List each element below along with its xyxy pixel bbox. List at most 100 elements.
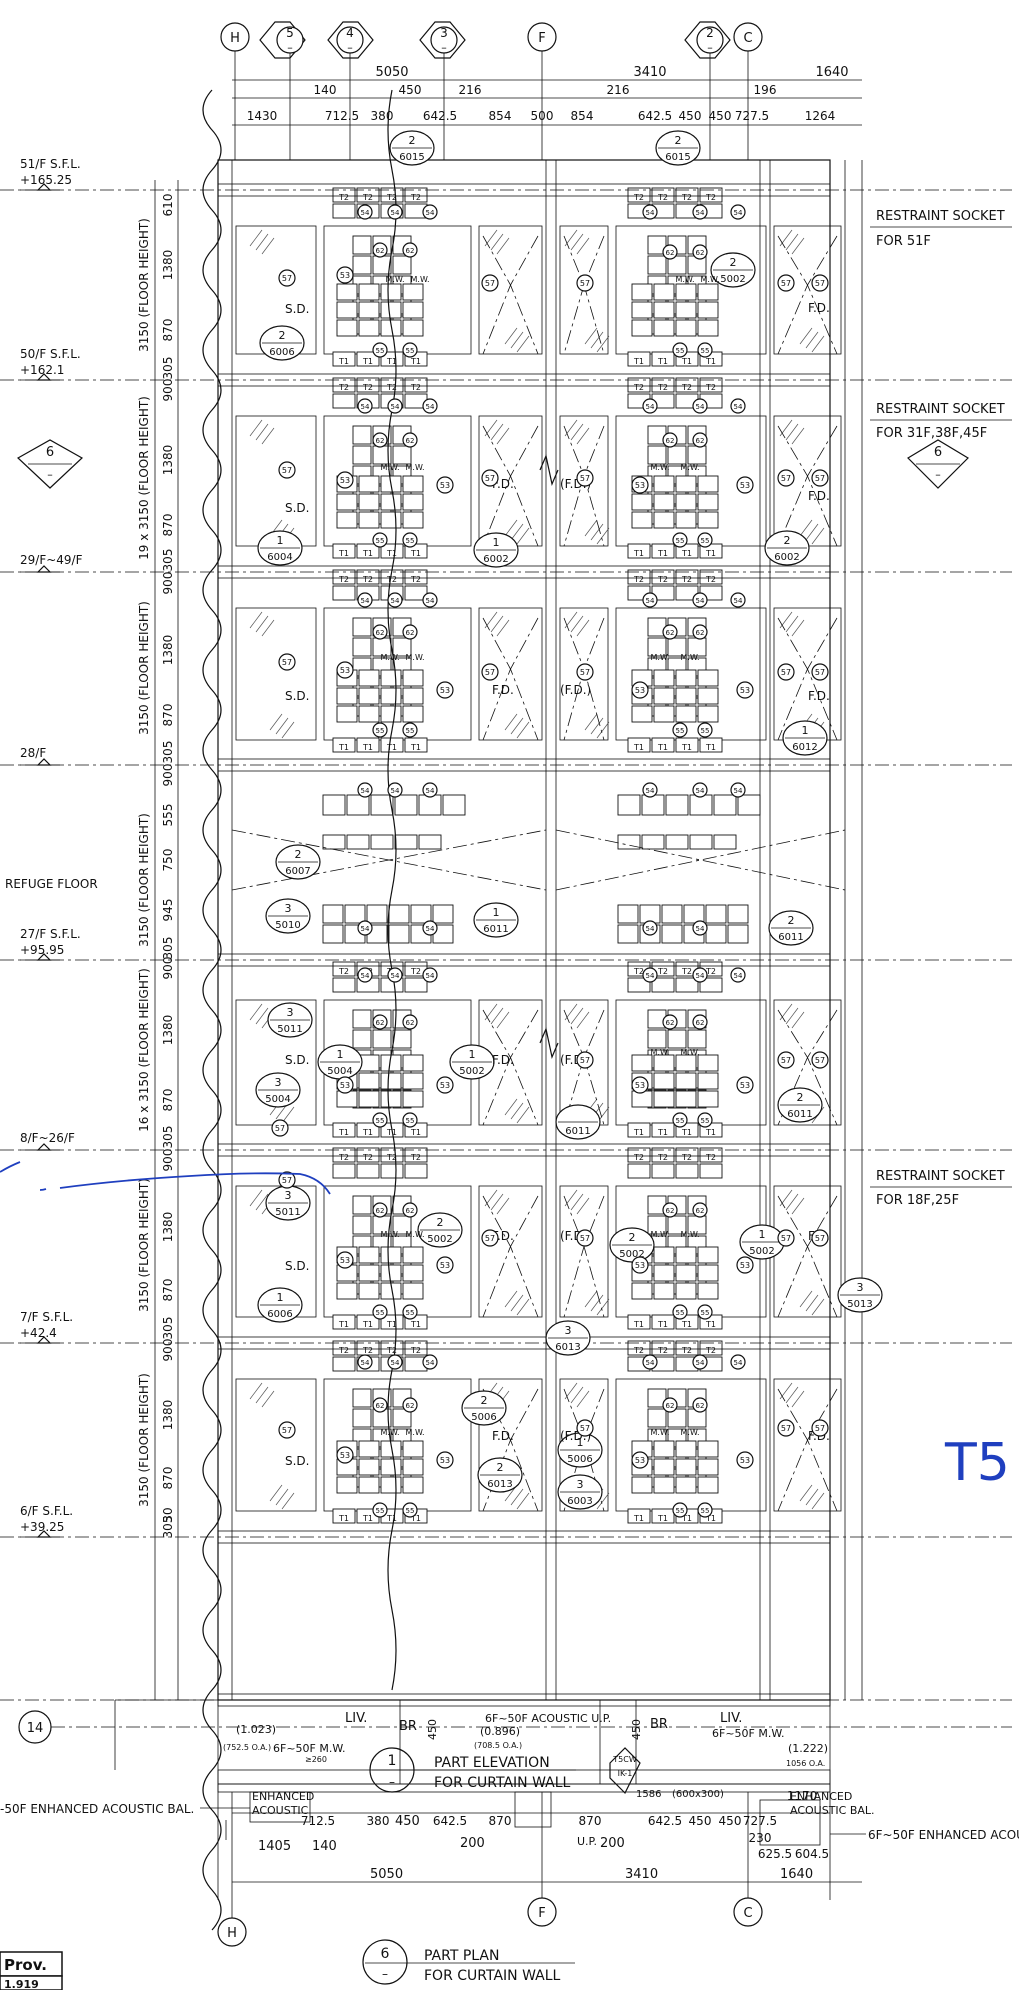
tag-55	[402, 532, 418, 548]
tag-54	[730, 782, 746, 798]
dim-plan-1640: 1640	[780, 1867, 813, 1882]
dim-top-row3: 712.5	[325, 109, 359, 123]
panel-cell	[356, 1340, 380, 1356]
svg-text:54: 54	[696, 403, 705, 411]
tag-57	[811, 663, 829, 681]
panel-cell	[388, 904, 410, 924]
svg-text:3: 3	[577, 1478, 584, 1491]
tag-57	[481, 274, 499, 292]
svg-text:55: 55	[406, 537, 415, 545]
tag-57	[278, 1421, 296, 1439]
panel-cell	[322, 794, 346, 816]
panel-cell	[653, 1440, 675, 1458]
blue-annotation: T5	[0, 1161, 1010, 1493]
panel-cell	[380, 705, 402, 723]
tag-62	[372, 624, 388, 640]
svg-text:1: 1	[277, 534, 284, 547]
tag-62	[372, 432, 388, 448]
panel-cell	[699, 1147, 723, 1163]
panel-cell	[332, 1314, 356, 1330]
panel-cell	[336, 1282, 358, 1300]
panel-cell	[358, 669, 380, 687]
svg-text:5004: 5004	[327, 1066, 352, 1077]
tag-t1: T1	[633, 357, 644, 366]
svg-text:55: 55	[376, 537, 385, 545]
svg-text:54: 54	[361, 1359, 370, 1367]
dim-vertical: 555	[161, 804, 175, 827]
panel-cell	[404, 585, 428, 601]
panel-cell	[675, 1440, 697, 1458]
panel-cell	[356, 1147, 380, 1163]
svg-text:29/F~49/F: 29/F~49/F	[20, 553, 83, 567]
panel-cell	[404, 569, 428, 585]
panel-cell	[346, 834, 370, 850]
svg-text:F: F	[538, 1906, 545, 1921]
tag-54	[642, 592, 658, 608]
tag-53	[736, 1451, 754, 1469]
svg-text:57: 57	[815, 474, 825, 483]
panel-cell	[380, 511, 402, 529]
svg-text:6006: 6006	[269, 347, 294, 358]
panel-cell	[617, 834, 641, 850]
tag-62	[662, 432, 678, 448]
svg-text:–: –	[47, 468, 53, 481]
panel-cell	[675, 319, 697, 337]
tag-54	[642, 398, 658, 414]
tag-57	[576, 1051, 594, 1069]
dim-vertical: 305	[161, 1126, 175, 1149]
dim-floor-height: 3150 (FLOOR HEIGHT)	[137, 601, 151, 735]
tag-t1: T1	[657, 1128, 668, 1137]
panel-cell	[358, 705, 380, 723]
dim-floor-height: 3150 (FLOOR HEIGHT)	[137, 1373, 151, 1507]
panel-cell	[332, 1340, 356, 1356]
panel-cell	[356, 1314, 380, 1330]
tag-55	[672, 722, 688, 738]
panel-cell	[665, 794, 689, 816]
grid-bubbles-top: H 5 – 4 – 3 – F 2 – C	[220, 21, 763, 160]
panel-cell	[346, 794, 370, 816]
tag-55	[372, 1112, 388, 1128]
tag-t1: T1	[705, 549, 716, 558]
panel-cell	[380, 187, 404, 203]
svg-text:54: 54	[646, 209, 655, 217]
tag-t2: T2	[338, 193, 349, 202]
svg-text:6011: 6011	[778, 932, 803, 943]
panel-cell	[380, 377, 404, 393]
panel-cell	[631, 301, 653, 319]
svg-text:T5CW: T5CW	[612, 1755, 637, 1764]
svg-text:196: 196	[754, 83, 777, 97]
detail-callouts: 2601526015250022600616004160022600216012…	[255, 130, 883, 1510]
tag-54	[422, 592, 438, 608]
tag-fd: F.D.	[492, 1053, 514, 1067]
dim-vertical: 900	[161, 379, 175, 402]
transom	[217, 758, 831, 772]
svg-text:BR: BR	[399, 1719, 417, 1734]
tag-t1: T1	[657, 549, 668, 558]
door-swing	[563, 1195, 605, 1318]
tag-54	[387, 1354, 403, 1370]
handwritten-note: T5	[944, 1433, 1010, 1493]
panel-cell	[631, 705, 653, 723]
svg-text:U.P.: U.P.	[577, 1835, 597, 1848]
svg-text:62: 62	[666, 1402, 675, 1410]
panel-cell	[370, 794, 394, 816]
panel-cell	[380, 1476, 402, 1494]
tag-t2: T2	[386, 575, 397, 584]
level-51f: 51/F S.F.L.+165.25	[20, 157, 81, 191]
panel-cell	[332, 377, 356, 393]
panel-cell	[667, 445, 687, 465]
tag-t2: T2	[386, 1153, 397, 1162]
panel-cell	[322, 904, 344, 924]
svg-text:55: 55	[676, 1507, 685, 1515]
svg-text:62: 62	[696, 249, 705, 257]
tag-t1: T1	[681, 549, 692, 558]
dim-top-row3: 854	[489, 109, 512, 123]
tag-t2: T2	[338, 1346, 349, 1355]
svg-text:55: 55	[701, 727, 710, 735]
svg-text:54: 54	[391, 1359, 400, 1367]
svg-text:(752.5 O.A.): (752.5 O.A.)	[223, 1743, 271, 1752]
tag-54	[357, 398, 373, 414]
svg-text:1: 1	[337, 1048, 344, 1061]
